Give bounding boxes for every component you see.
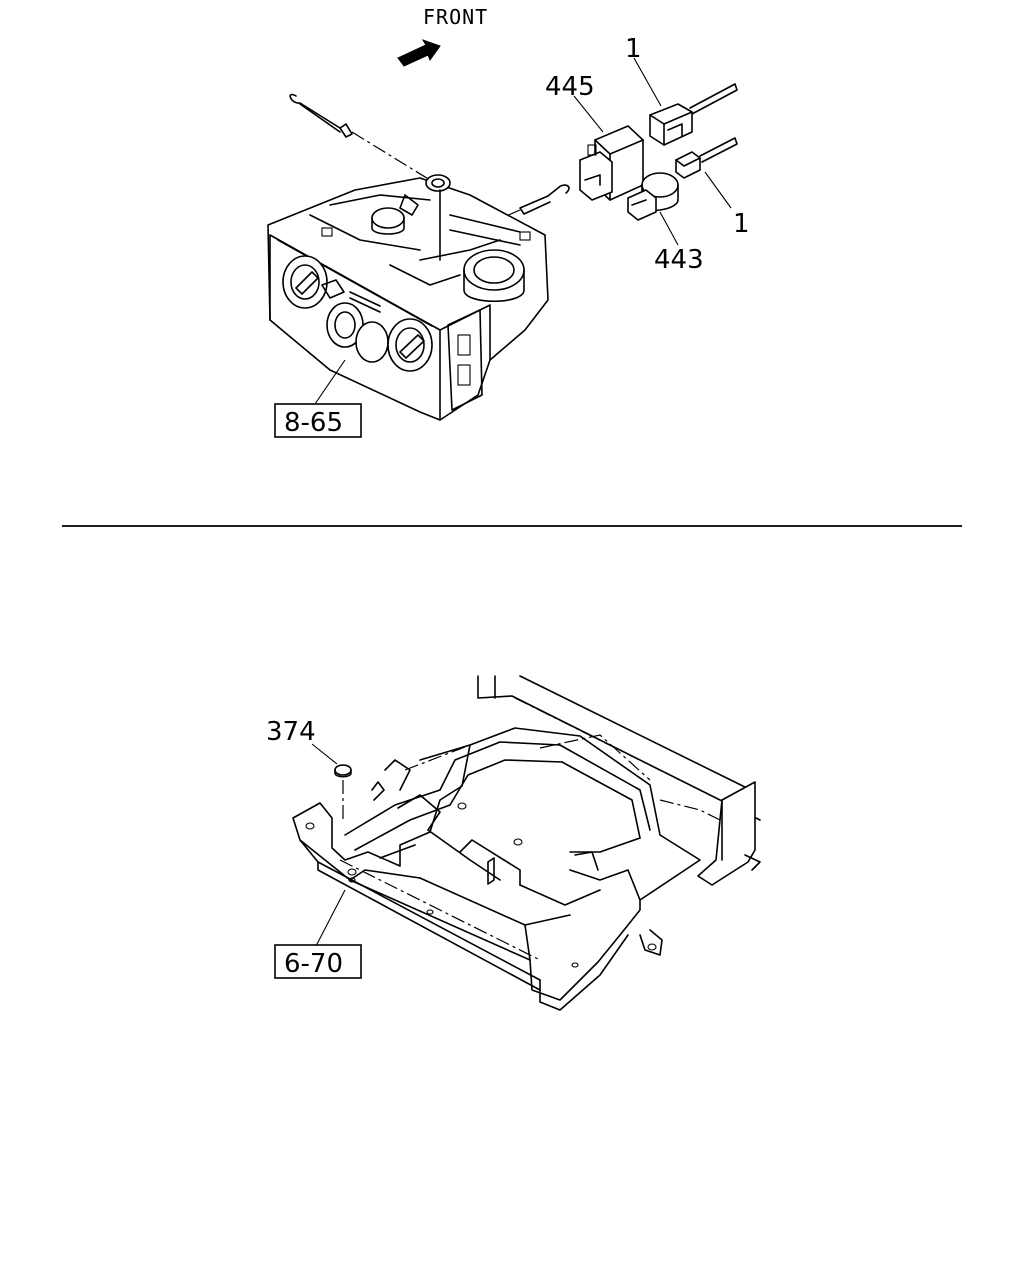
relay-443	[627, 172, 679, 221]
plug-374	[334, 764, 352, 822]
leader-374	[311, 743, 338, 765]
callout-443: 443	[654, 245, 704, 275]
front-arrow-icon	[397, 39, 441, 67]
callout-374: 374	[266, 717, 316, 747]
leader-445	[573, 95, 604, 133]
leader-6-70	[315, 889, 346, 947]
floor-panel-assembly	[292, 675, 761, 1011]
callout-1-top: 1	[625, 34, 642, 64]
heater-control-assembly	[267, 93, 570, 421]
connector-1-upper	[649, 83, 738, 146]
connector-1-lower	[675, 137, 738, 179]
ref-box-8-65	[274, 403, 362, 438]
ref-8-65: 8-65	[284, 408, 343, 438]
leader-8-65	[314, 359, 346, 405]
relay-445	[579, 125, 644, 201]
front-label: FRONT	[423, 5, 488, 29]
callout-1-right: 1	[733, 209, 750, 239]
ref-box-6-70	[274, 944, 362, 979]
leader-1-right	[704, 171, 732, 209]
leader-1-top	[633, 57, 662, 107]
callout-445: 445	[545, 72, 595, 102]
ref-6-70: 6-70	[284, 949, 343, 979]
leader-443	[659, 211, 679, 246]
